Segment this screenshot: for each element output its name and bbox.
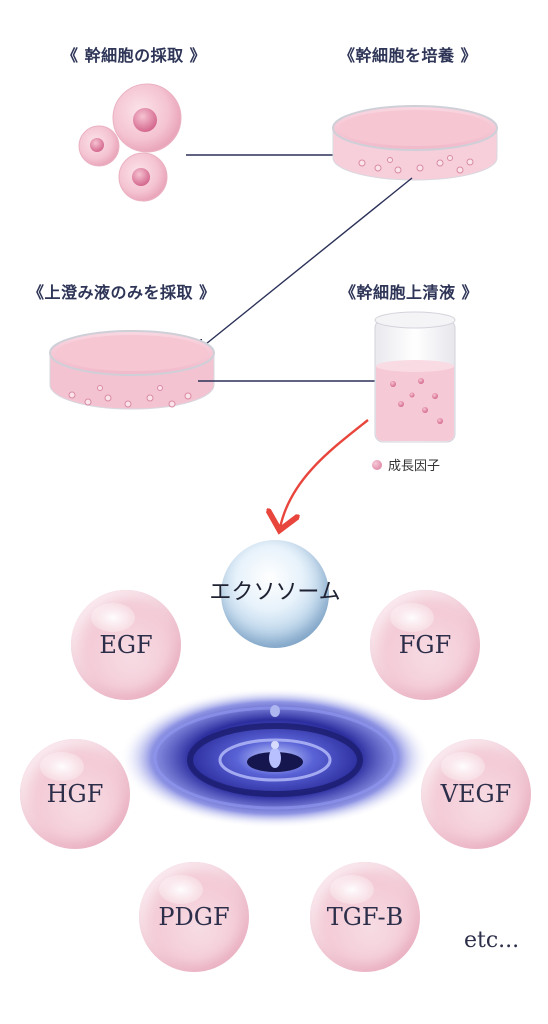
- exosome-label: エクソソーム: [209, 580, 341, 605]
- highlight-arrow: [280, 419, 369, 528]
- step-label-culture: 《幹細胞を培養 》: [339, 46, 478, 65]
- exosome-sphere: [221, 540, 329, 648]
- step-label-conditioned-medium: 《幹細胞上清液 》: [340, 283, 479, 302]
- water-drop-ripple: [120, 688, 430, 828]
- supernatant-beaker: [374, 311, 456, 443]
- growth-factor-bubble: VEGF: [421, 739, 531, 849]
- growth-factor-bubble: TGF-B: [310, 862, 420, 972]
- etc-label: etc...: [464, 928, 520, 953]
- step-label-harvest: 《 幹細胞の採取 》: [62, 46, 207, 65]
- growth-factor-label: PDGF: [158, 903, 230, 931]
- growth-factor-legend: 成長因子: [372, 455, 440, 474]
- growth-factor-bubble: HGF: [20, 739, 130, 849]
- growth-factor-label: HGF: [46, 780, 104, 808]
- growth-factor-bubble: PDGF: [139, 862, 249, 972]
- legend-label: 成長因子: [388, 459, 441, 474]
- culture-dish: [332, 105, 498, 181]
- stem-cells: [78, 83, 182, 202]
- growth-factor-label: EGF: [99, 631, 153, 659]
- growth-factor-label: FGF: [398, 631, 452, 659]
- step-label-supernatant: 《上澄み液のみを採取 》: [28, 283, 216, 302]
- growth-factor-bubble: EGF: [71, 590, 181, 700]
- supernatant-dish: [49, 330, 215, 410]
- growth-factor-dot-icon: [372, 459, 382, 470]
- growth-factor-bubble: FGF: [370, 590, 480, 700]
- growth-factor-label: TGF-B: [326, 903, 404, 931]
- growth-factor-label: VEGF: [440, 780, 512, 808]
